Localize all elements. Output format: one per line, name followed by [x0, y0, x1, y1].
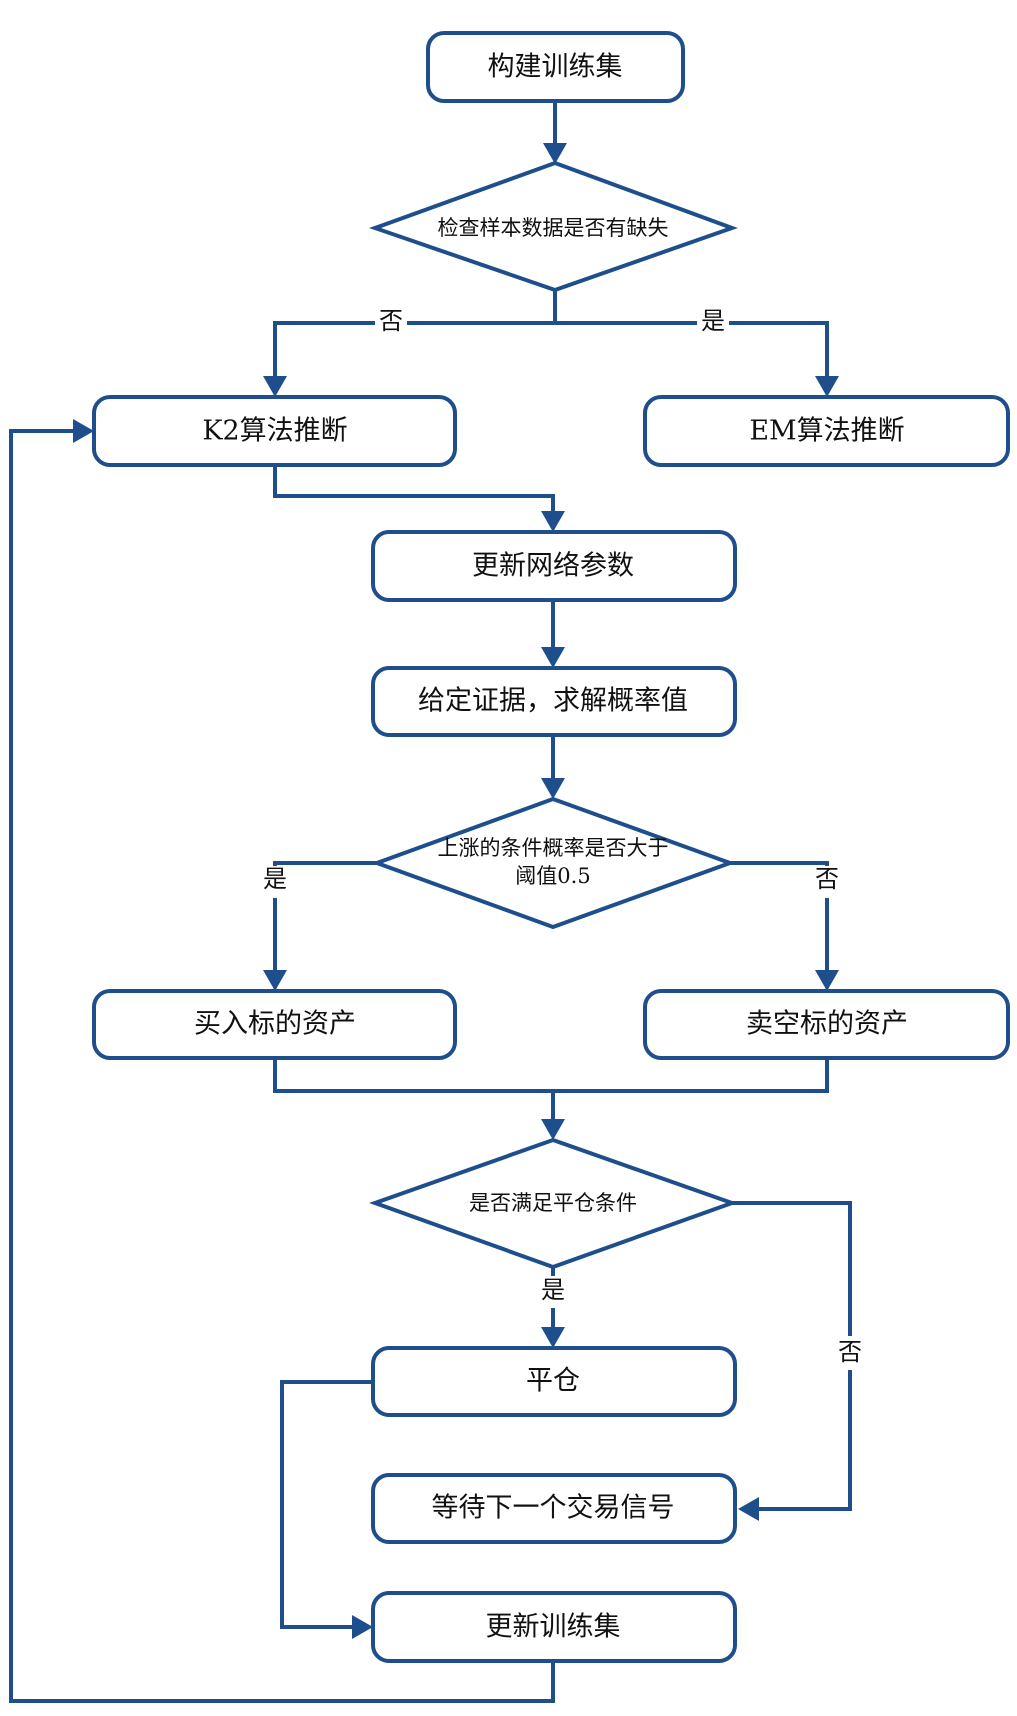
- edge-threshold-to-short: [730, 861, 829, 975]
- node-label: 平仓: [526, 1366, 580, 1397]
- arrow-down-icon: [263, 970, 287, 991]
- edge-close-condition-to-wait: [732, 1201, 852, 1511]
- node-label: 买入标的资产: [194, 1009, 356, 1040]
- node-label: 是否满足平仓条件: [469, 1191, 637, 1215]
- arrow-down-icon: [541, 1119, 565, 1140]
- node-check-missing[interactable]: 检查样本数据是否有缺失: [368, 160, 738, 293]
- edge-label-prob-yes: 是: [263, 865, 287, 893]
- edge-feedback-loop: [9, 429, 555, 1703]
- node-label-line2: 阈值0.5: [515, 864, 590, 888]
- node-label: 构建训练集: [488, 52, 623, 83]
- arrow-down-icon: [263, 376, 287, 397]
- node-em-infer[interactable]: EM算法推断: [643, 395, 1010, 467]
- node-build-train-set[interactable]: 构建训练集: [426, 31, 685, 103]
- edge-label-close-no: 否: [838, 1338, 862, 1366]
- arrow-down-icon: [541, 778, 565, 799]
- arrow-down-icon: [541, 511, 565, 532]
- node-buy-asset[interactable]: 买入标的资产: [92, 989, 457, 1060]
- edge-close-to-update-train: [280, 1380, 372, 1629]
- edge-check-to-em: [555, 321, 829, 380]
- arrow-down-icon: [541, 647, 565, 668]
- edge-label-missing-yes: 是: [701, 307, 725, 335]
- node-label-line1: 上涨的条件概率是否大于: [438, 836, 669, 860]
- node-update-params[interactable]: 更新网络参数: [371, 530, 737, 602]
- node-label: 给定证据，求解概率值: [418, 686, 688, 717]
- arrow-right-icon: [73, 419, 94, 443]
- node-label: 更新网络参数: [472, 551, 634, 582]
- arrow-down-icon: [541, 1327, 565, 1348]
- node-label: 检查样本数据是否有缺失: [438, 216, 669, 240]
- node-solve-prob[interactable]: 给定证据，求解概率值: [371, 666, 737, 737]
- node-wait-signal[interactable]: 等待下一个交易信号: [371, 1473, 737, 1544]
- edge-label-close-yes: 是: [541, 1276, 565, 1304]
- arrow-left-icon: [738, 1497, 759, 1521]
- node-label: EM算法推断: [749, 416, 904, 447]
- edge-k2-to-update-params: [273, 465, 555, 515]
- arrow-down-icon: [815, 970, 839, 991]
- edge-threshold-to-buy: [273, 861, 377, 975]
- node-label: 卖空标的资产: [746, 1009, 908, 1040]
- arrow-right-icon: [352, 1615, 373, 1639]
- edge-label-prob-no: 否: [815, 865, 839, 893]
- arrow-down-icon: [815, 376, 839, 397]
- node-short-asset[interactable]: 卖空标的资产: [643, 989, 1010, 1060]
- edge-label-missing-no: 否: [379, 307, 403, 335]
- edge-buy-to-merge: [273, 1058, 829, 1093]
- node-update-train-set[interactable]: 更新训练集: [371, 1591, 737, 1663]
- edge-check-to-k2: [273, 321, 555, 380]
- node-k2-infer[interactable]: K2算法推断: [92, 395, 457, 467]
- node-label: K2算法推断: [202, 416, 347, 447]
- node-label: 等待下一个交易信号: [432, 1493, 675, 1524]
- node-close-condition[interactable]: 是否满足平仓条件: [369, 1137, 738, 1270]
- node-label: 更新训练集: [486, 1612, 621, 1643]
- node-close-position[interactable]: 平仓: [371, 1346, 737, 1417]
- arrow-down-icon: [543, 143, 567, 164]
- node-prob-threshold[interactable]: 上涨的条件概率是否大于 阈值0.5: [371, 796, 736, 930]
